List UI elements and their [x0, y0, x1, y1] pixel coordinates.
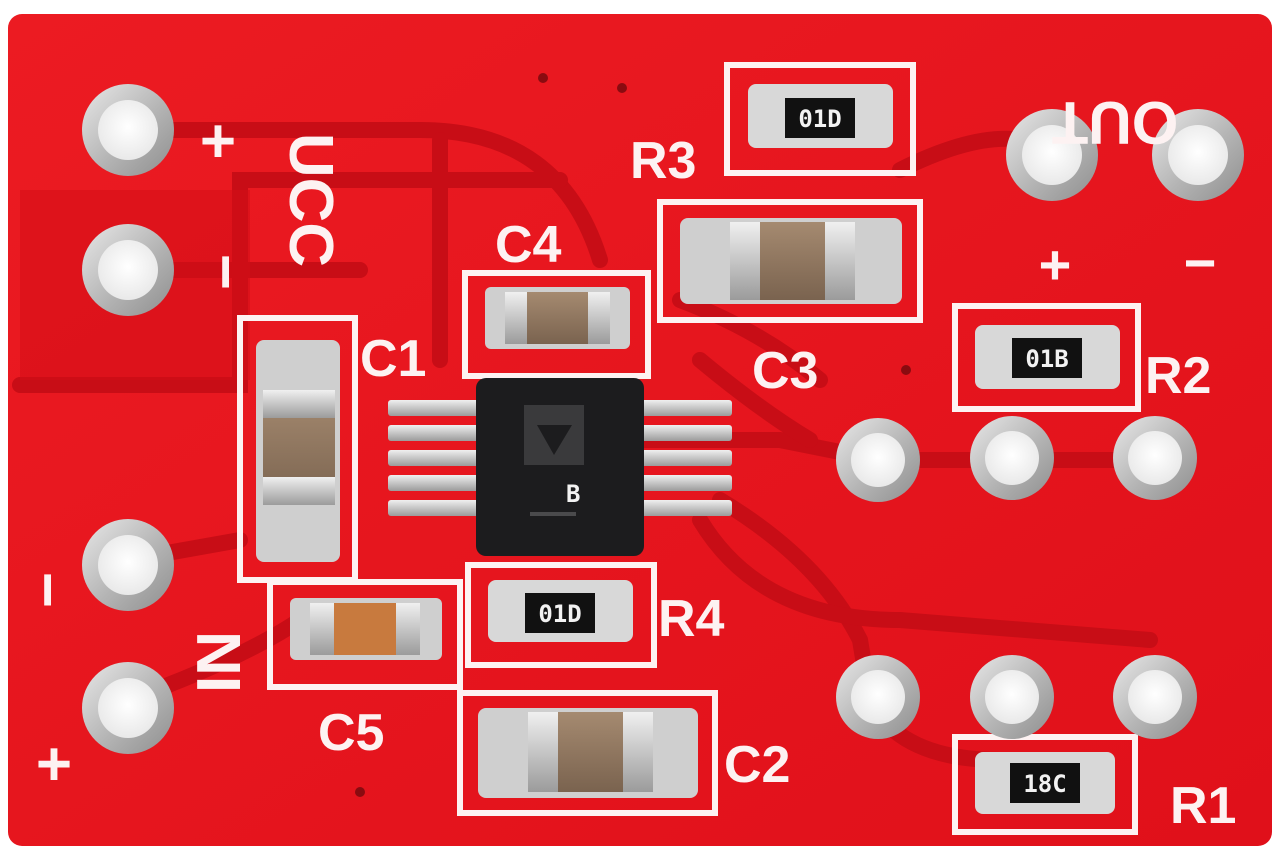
label-c2: C2 [724, 736, 790, 794]
pad-low-2 [970, 655, 1054, 739]
resistor-r2: 01B [975, 325, 1120, 389]
label-r2: R2 [1145, 347, 1211, 405]
pad-mid-1 [836, 418, 920, 502]
capacitor-c4 [485, 287, 630, 349]
label-out-minus: − [1184, 231, 1217, 294]
silkscreen-text: R3 C4 C3 C1 R2 R4 C5 C2 R1 OUT + − UCC +… [13, 89, 1236, 835]
label-out-plus: + [1039, 233, 1072, 296]
capacitor-c1 [256, 340, 340, 562]
ic-chip: B [388, 378, 732, 556]
label-vcc-plus: + [200, 107, 236, 176]
pad-mid-3 [1113, 416, 1197, 500]
pad-in-plus [82, 662, 174, 754]
through-hole-pads [82, 84, 1244, 754]
r3-marking: 01D [798, 105, 841, 133]
pad-low-3 [1113, 655, 1197, 739]
r2-marking: 01B [1025, 345, 1068, 373]
pad-vcc-plus [82, 84, 174, 176]
pad-out-plus [1006, 109, 1098, 201]
ic-marking: B [566, 480, 580, 508]
pad-vcc-minus [82, 224, 174, 316]
resistor-r4: 01D [488, 580, 633, 642]
pad-low-1 [836, 655, 920, 739]
ic-left-leads [388, 400, 480, 516]
capacitor-c3 [680, 218, 902, 304]
label-vcc: UCC [276, 133, 345, 267]
pad-out-minus [1152, 109, 1244, 201]
label-in-plus: + [36, 730, 72, 799]
r4-marking: 01D [538, 600, 581, 628]
label-vcc-minus: − [191, 254, 260, 290]
resistor-r1: 18C [975, 752, 1115, 814]
label-c1: C1 [360, 330, 426, 388]
label-in: IN [185, 631, 254, 693]
silkscreen-outlines [237, 62, 1141, 835]
label-c3: C3 [752, 342, 818, 400]
label-r3: R3 [630, 132, 696, 190]
label-in-minus: − [13, 572, 82, 608]
ic-right-leads [640, 400, 732, 516]
label-c5: C5 [318, 704, 384, 762]
pad-mid-2 [970, 416, 1054, 500]
label-r4: R4 [658, 590, 725, 648]
capacitor-c2 [478, 708, 698, 798]
label-c4: C4 [495, 216, 562, 274]
label-r1: R1 [1170, 777, 1236, 835]
vias [355, 73, 911, 797]
r1-marking: 18C [1023, 770, 1066, 798]
triangle-logo-icon [537, 425, 572, 455]
capacitor-c5 [290, 598, 442, 660]
pad-in-minus [82, 519, 174, 611]
resistor-r3: 01D [748, 84, 893, 148]
label-out: OUT [1052, 89, 1179, 156]
